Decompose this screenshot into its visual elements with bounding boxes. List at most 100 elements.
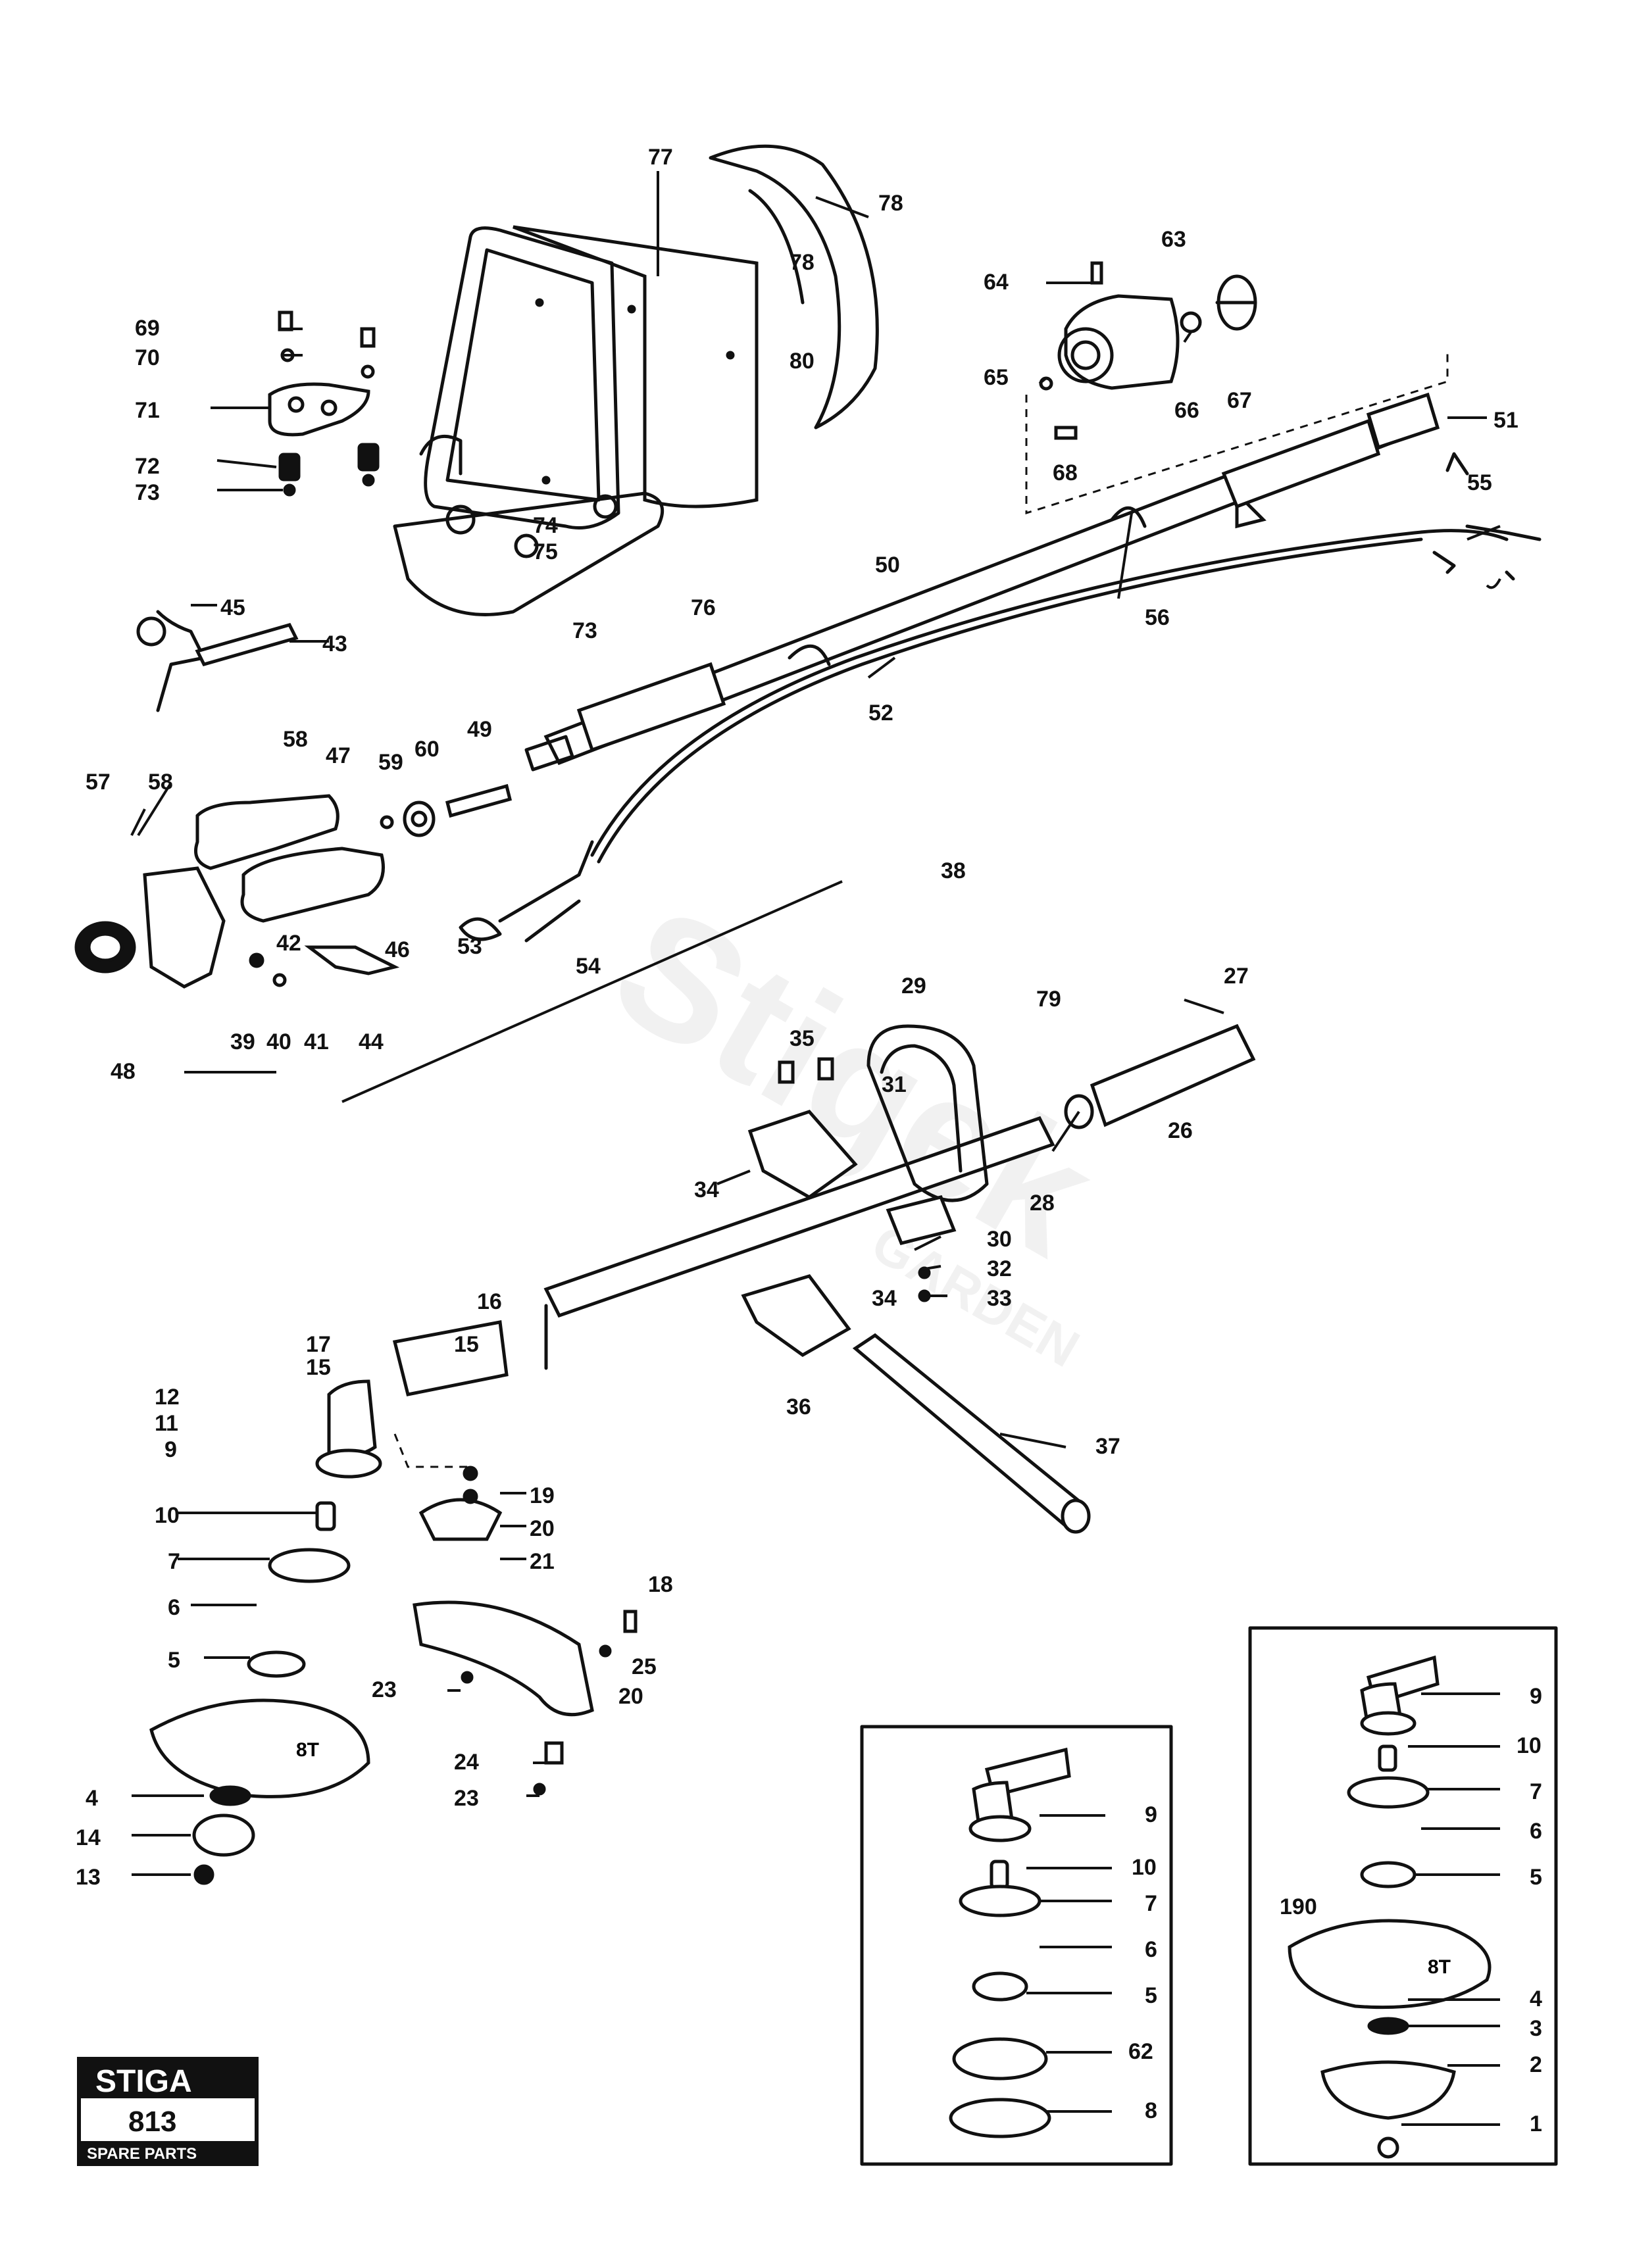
callout-48: 48: [111, 1059, 136, 1084]
callout-6-inset1: 6: [1145, 1937, 1157, 1962]
callout-29: 29: [901, 974, 926, 998]
callout-66: 66: [1174, 398, 1199, 423]
callout-13: 13: [76, 1865, 101, 1890]
callout-73: 73: [135, 480, 160, 505]
watermark-text: Stigek: [584, 870, 1126, 1293]
callout-75: 75: [533, 539, 558, 564]
callout-10-inset1: 10: [1132, 1855, 1157, 1880]
callout-18: 18: [648, 1572, 673, 1597]
callout-6: 6: [168, 1595, 180, 1620]
callout-15: 15: [306, 1355, 331, 1380]
callout-67: 67: [1227, 388, 1252, 413]
model-number: 813: [128, 2106, 176, 2138]
callout-80: 80: [790, 349, 815, 374]
callout-41: 41: [304, 1029, 329, 1054]
callout-20: 20: [530, 1516, 555, 1541]
callout-33: 33: [987, 1286, 1012, 1311]
callout-5-inset1: 5: [1145, 1983, 1157, 2008]
callout-78: 78: [878, 191, 903, 216]
inset-panel-blade-head: 8T: [1248, 1626, 1558, 2166]
callout-26: 26: [1168, 1118, 1193, 1143]
callout-11: 11: [155, 1411, 178, 1436]
callout-16: 16: [477, 1289, 502, 1314]
callout-51: 51: [1493, 408, 1518, 433]
callout-53: 53: [457, 934, 482, 959]
callout-7-inset2: 7: [1530, 1779, 1542, 1804]
callout-9-inset1: 9: [1145, 1802, 1157, 1827]
gearbox-assembly: [1025, 261, 1449, 515]
callout-2: 2: [1530, 2052, 1542, 2077]
callout-69: 69: [135, 316, 160, 341]
callout-45: 45: [220, 595, 245, 620]
left-fasteners: [268, 310, 380, 497]
callout-6-inset2: 6: [1530, 1819, 1542, 1844]
callout-23: 23: [372, 1677, 397, 1702]
callout-5-inset2: 5: [1530, 1865, 1542, 1890]
callout-49: 49: [467, 717, 492, 742]
callout-28: 28: [1030, 1191, 1055, 1216]
blade-label: 8T: [296, 1739, 319, 1761]
callout-60: 60: [414, 737, 439, 762]
callout-24: 24: [454, 1750, 479, 1775]
callout-14: 14: [76, 1825, 101, 1850]
callout-32: 32: [987, 1256, 1012, 1281]
callout-39: 39: [230, 1029, 255, 1054]
callout-55: 55: [1467, 470, 1492, 495]
callout-57: 57: [86, 770, 111, 795]
callout-40: 40: [266, 1029, 291, 1054]
callout-44: 44: [359, 1029, 384, 1054]
callout-21: 21: [530, 1549, 555, 1574]
callout-73-lower: 73: [572, 618, 597, 643]
callout-79: 79: [1036, 987, 1061, 1012]
callout-34-lower: 34: [872, 1286, 897, 1311]
callout-numbers: 77 78 78 80 69 70 71 72 73 74 75 76 73 6…: [76, 145, 1542, 2136]
callout-46: 46: [385, 937, 410, 962]
callout-9: 9: [164, 1437, 177, 1462]
callout-76: 76: [691, 595, 716, 620]
callout-31: 31: [882, 1072, 907, 1097]
callout-25: 25: [632, 1654, 657, 1679]
callout-4: 4: [86, 1786, 98, 1811]
callout-71: 71: [135, 398, 160, 423]
callout-59: 59: [378, 750, 403, 775]
callout-74: 74: [533, 513, 558, 538]
inset-panel-cutting-head: [860, 1725, 1173, 2166]
callout-72: 72: [135, 454, 160, 479]
callout-56: 56: [1145, 605, 1170, 630]
callout-4-inset2: 4: [1530, 1986, 1542, 2011]
callout-35: 35: [790, 1026, 815, 1051]
callout-37: 37: [1095, 1434, 1120, 1459]
callout-17: 17: [306, 1332, 331, 1357]
callout-9-inset2: 9: [1530, 1684, 1542, 1709]
stiga-logo: STIGA 813 SPARE PARTS: [77, 2057, 259, 2166]
lower-tube-assembly: [543, 1023, 1256, 1534]
callout-64: 64: [984, 270, 1009, 295]
backpack-frame: [393, 225, 759, 616]
inset-blade-label: 8T: [1428, 1956, 1451, 1978]
callout-62: 62: [1128, 2039, 1153, 2064]
callout-27: 27: [1224, 964, 1249, 989]
callout-30: 30: [987, 1227, 1012, 1252]
callout-70: 70: [135, 345, 160, 370]
brand-name: STIGA: [95, 2064, 192, 2099]
callout-15-right: 15: [454, 1332, 479, 1357]
callout-65: 65: [984, 365, 1009, 390]
back-shield: [709, 144, 879, 430]
callout-23-lower: 23: [454, 1786, 479, 1811]
callout-58-left: 58: [148, 770, 173, 795]
upper-drive-tube: [524, 392, 1542, 864]
callout-58: 58: [283, 727, 308, 752]
leader-lines: [130, 171, 1501, 2126]
callout-68: 68: [1053, 460, 1078, 485]
callout-77: 77: [648, 145, 673, 170]
callout-43: 43: [322, 631, 347, 656]
callout-36: 36: [786, 1394, 811, 1419]
callout-34: 34: [694, 1177, 719, 1202]
callout-54: 54: [576, 954, 601, 979]
callout-19: 19: [530, 1483, 555, 1508]
callout-78-lower: 78: [790, 250, 815, 275]
callout-7: 7: [168, 1549, 180, 1574]
callout-52: 52: [868, 701, 893, 726]
callout-5: 5: [168, 1648, 180, 1673]
